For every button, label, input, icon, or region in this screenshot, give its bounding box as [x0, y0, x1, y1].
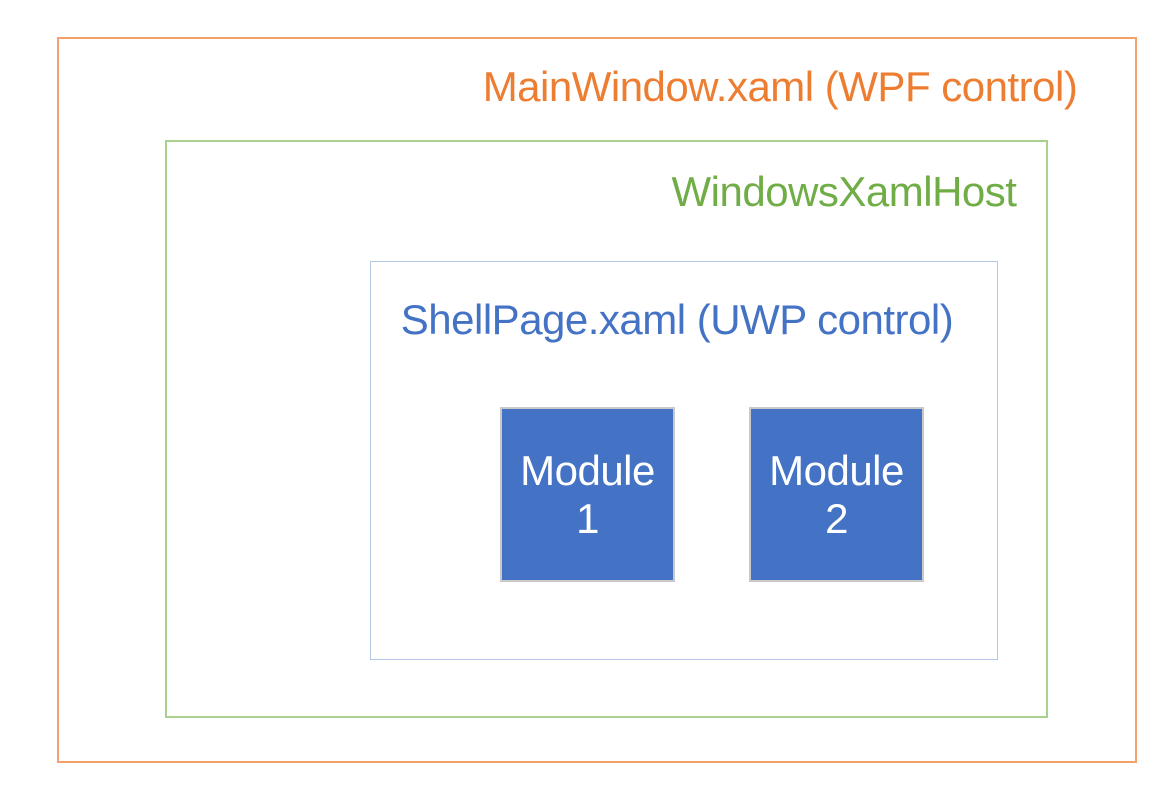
shellpage-uwp-box [370, 261, 998, 660]
mainwindow-wpf-label: MainWindow.xaml (WPF control) [482, 63, 1078, 110]
module-2-box: Module 2 [749, 407, 924, 582]
windowsxamlhost-label: WindowsXamlHost [671, 168, 1017, 215]
windowsxamlhost-box [165, 140, 1048, 718]
module-1-label-line1: Module [520, 446, 655, 494]
mainwindow-wpf-box [57, 37, 1137, 763]
shellpage-uwp-label: ShellPage.xaml (UWP control) [400, 296, 954, 343]
module-2-label-line2: 2 [825, 494, 848, 542]
module-1-label-line2: 1 [576, 494, 599, 542]
module-2-label-line1: Module [769, 446, 904, 494]
module-1-box: Module 1 [500, 407, 675, 582]
